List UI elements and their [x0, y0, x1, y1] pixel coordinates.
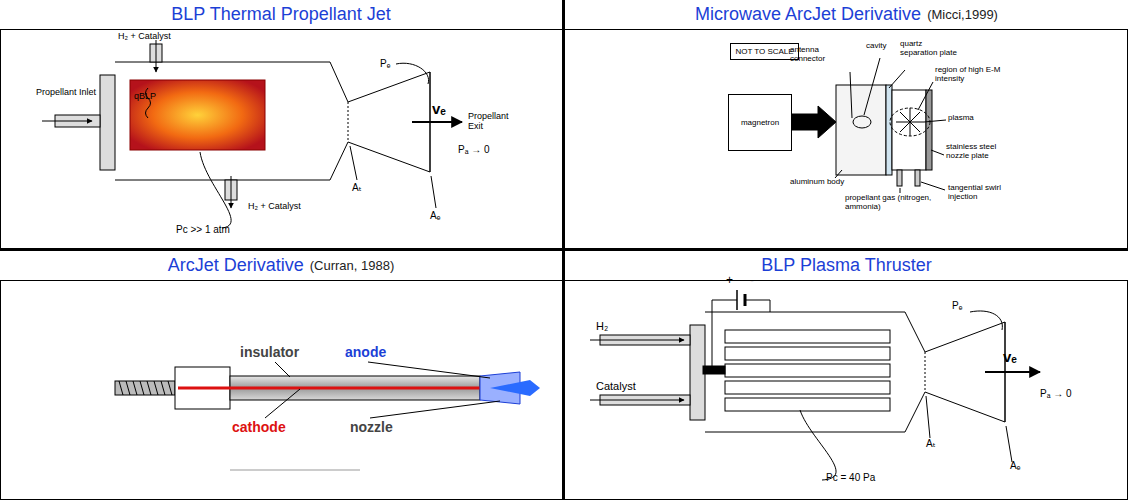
box-text: NOT TO SCALE	[735, 47, 793, 56]
arcjet-drawing	[115, 362, 540, 470]
panel-header: ArcJet Derivative (Curran, 1988)	[0, 251, 562, 281]
part-label: Pₐ → 0	[458, 144, 490, 155]
panel-title: BLP Plasma Thruster	[761, 255, 931, 276]
part-label: quartz separation plate	[900, 40, 958, 58]
panel-title: ArcJet Derivative	[168, 255, 304, 276]
part-label: -	[750, 274, 754, 287]
label-box: NOT TO SCALE	[730, 43, 799, 60]
part-label: Pc = 40 Pa	[826, 472, 875, 483]
label-box: magnetron	[728, 94, 792, 151]
part-label: vₑ	[1003, 349, 1017, 366]
plasma-thruster-drawing	[590, 290, 1040, 480]
citation: (Curran, 1988)	[310, 258, 395, 273]
panel-title: BLP Thermal Propellant Jet	[171, 4, 390, 25]
microwave-arcjet-drawing	[790, 52, 946, 193]
part-label: Propellant Exit	[468, 112, 520, 132]
part-label: insulator	[240, 345, 299, 360]
part-label: Pₑ	[380, 58, 390, 69]
part-label: aluminum body	[790, 178, 850, 187]
part-label: Aₜ	[352, 182, 362, 193]
part-label: vₑ	[432, 101, 446, 118]
part-label: Propellant Inlet	[36, 88, 98, 98]
panel: ArcJet Derivative (Curran, 1988)	[0, 251, 562, 500]
part-label: cavity	[866, 42, 886, 51]
part-label: anode	[345, 345, 386, 360]
part-label: tangential swirl injection	[948, 184, 1020, 202]
part-label: Pₑ	[952, 300, 962, 311]
part-label: qBLP	[134, 92, 156, 102]
part-label: Pc >> 1 atm	[176, 224, 230, 235]
thermal-jet-drawing	[42, 40, 462, 228]
part-label: H₂	[596, 320, 608, 332]
panel-header: Microwave ArcJet Derivative (Micci,1999)	[565, 0, 1128, 30]
part-label: Aₑ	[430, 210, 440, 221]
part-label: propellant gas (nitrogen, ammonia)	[845, 194, 945, 212]
part-label: Catalyst	[596, 380, 636, 392]
part-label: Pₐ → 0	[1040, 388, 1072, 399]
part-label: Aₜ	[926, 438, 936, 449]
panel: BLP Plasma Thruster	[565, 251, 1128, 500]
panel: Microwave ArcJet Derivative (Micci,1999) N…	[565, 0, 1128, 248]
part-label: plasma	[948, 114, 974, 123]
part-label: cathode	[232, 420, 286, 435]
panel-header: BLP Plasma Thruster	[565, 251, 1128, 281]
part-label: Aₑ	[1010, 460, 1020, 471]
part-label: H₂ + Catalyst	[118, 32, 171, 42]
part-label: H₂ + Catalyst	[248, 202, 301, 212]
panel-header: BLP Thermal Propellant Jet	[0, 0, 562, 30]
part-label: antenna connector	[790, 46, 852, 64]
box-text: magnetron	[741, 118, 779, 127]
part-label: stainless steel nozzle plate	[946, 143, 1016, 161]
part-label: region of high E-M intensity	[935, 66, 1010, 84]
citation: (Micci,1999)	[927, 7, 998, 22]
part-label: nozzle	[350, 420, 393, 435]
panel-title: Microwave ArcJet Derivative	[695, 4, 921, 25]
part-label: +	[726, 274, 733, 287]
